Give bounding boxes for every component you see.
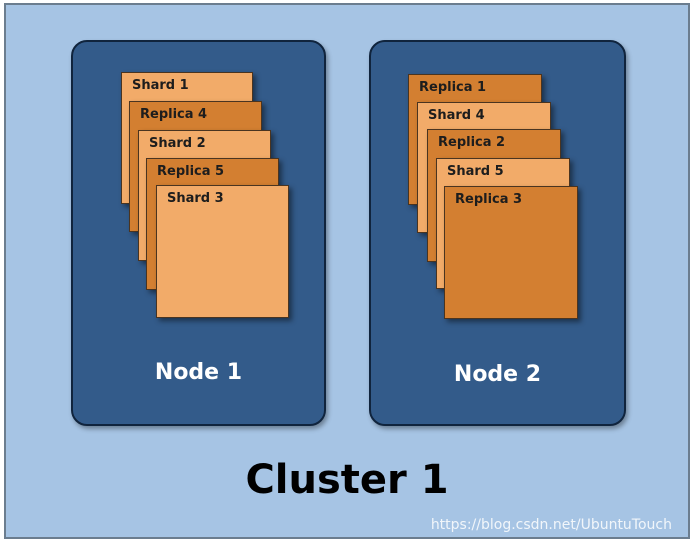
card-label: Shard 3 (167, 191, 224, 206)
card-label: Replica 3 (455, 192, 523, 207)
shard-3-card: Shard 3 (156, 185, 289, 318)
node-1-panel: Shard 1 Replica 4 Shard 2 Replica 5 Shar… (71, 40, 326, 426)
cluster-title: Cluster 1 (245, 457, 449, 503)
card-label: Replica 1 (419, 80, 487, 95)
card-label: Replica 2 (438, 135, 506, 150)
card-label: Shard 2 (149, 136, 206, 151)
card-label: Shard 5 (447, 164, 504, 179)
node-1-label: Node 1 (154, 360, 243, 385)
watermark-text: https://blog.csdn.net/UbuntuTouch (430, 517, 672, 533)
card-label: Shard 4 (428, 108, 485, 123)
card-label: Replica 4 (140, 107, 208, 122)
card-label: Replica 5 (157, 164, 225, 179)
node-2-panel: Replica 1 Shard 4 Replica 2 Shard 5 Repl… (369, 40, 626, 426)
node-2-label: Node 2 (453, 362, 542, 387)
cluster-panel: Shard 1 Replica 4 Shard 2 Replica 5 Shar… (4, 3, 690, 539)
replica-3-card: Replica 3 (444, 186, 578, 319)
card-label: Shard 1 (132, 78, 189, 93)
